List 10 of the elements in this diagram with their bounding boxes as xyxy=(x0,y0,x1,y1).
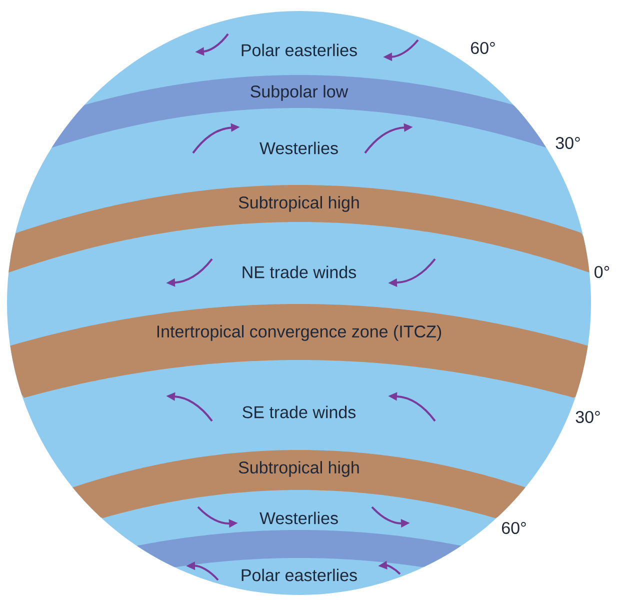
wind-label: Polar easterlies xyxy=(242,568,357,582)
wind-label: Polar easterlies xyxy=(242,44,357,56)
pressure-band: Intertropical convergence zone (ITCZ) xyxy=(10,304,588,398)
latitude-label: 30° xyxy=(576,410,600,423)
latitude-label: 60° xyxy=(471,42,495,54)
latitude-label: 0° xyxy=(594,266,610,278)
latitude-label: 30° xyxy=(556,136,580,150)
wind-label: SE trade winds xyxy=(242,406,356,418)
latitude-label: 60° xyxy=(502,522,526,534)
pressure-band xyxy=(136,530,462,568)
